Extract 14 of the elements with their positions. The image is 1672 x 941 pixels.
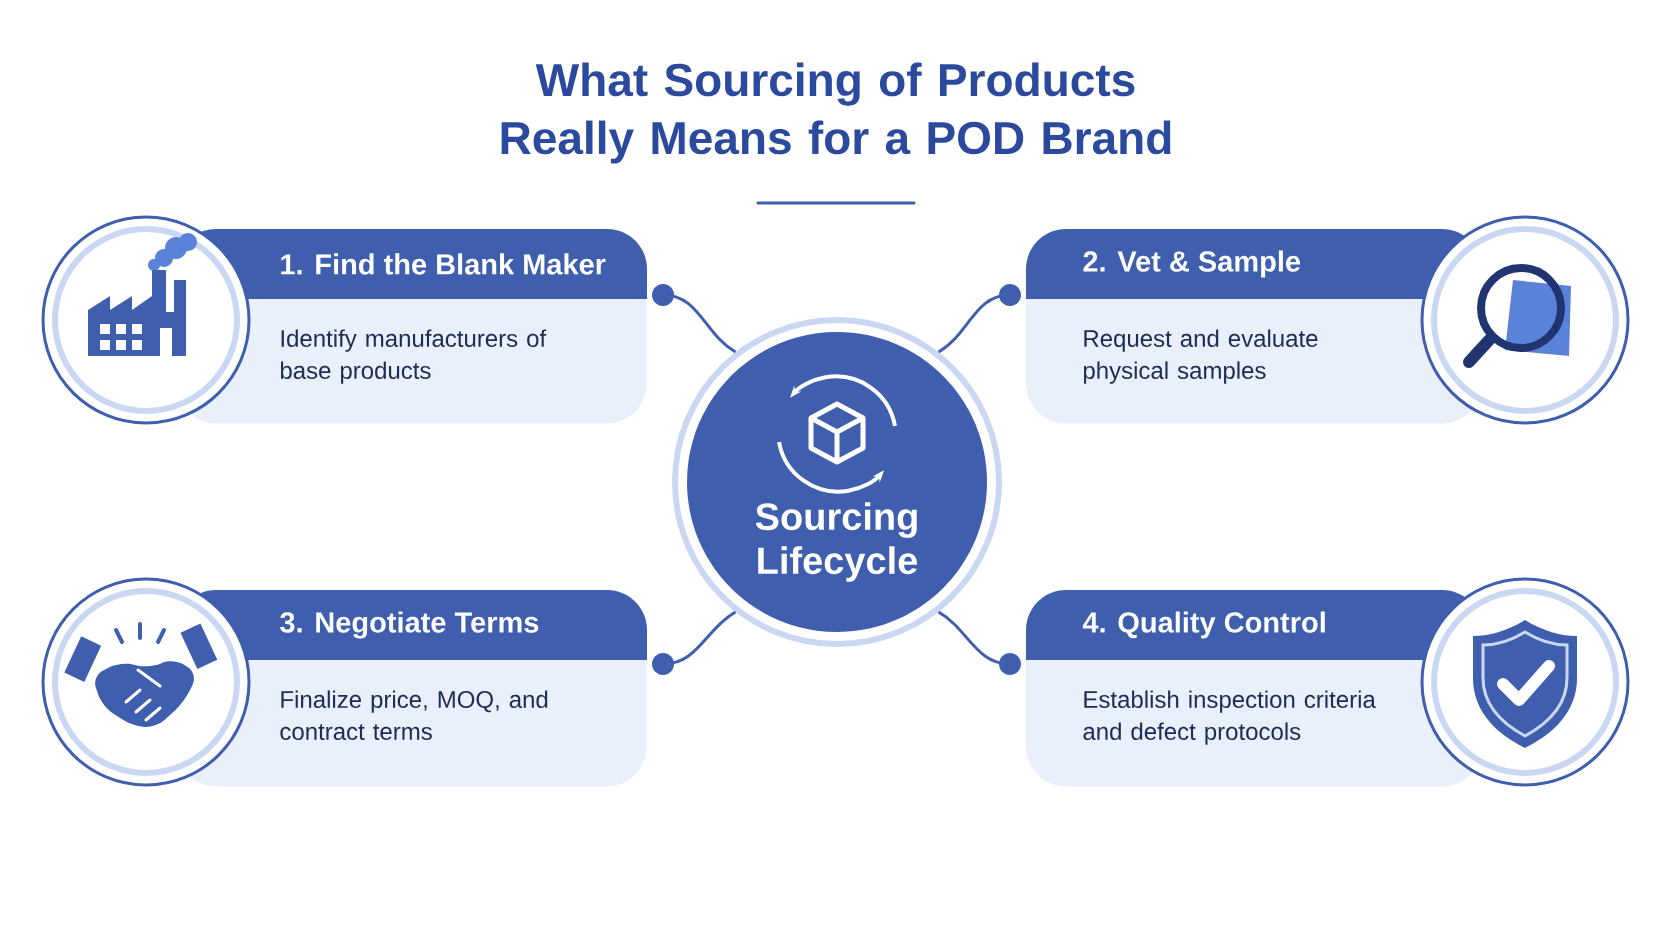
card-text: Finalize price, MOQ, and contract terms <box>280 690 548 740</box>
card-text: Request and evaluate physical samples <box>1083 329 1318 384</box>
card-text: Establish inspection criteria and defect protocols <box>1083 690 1376 745</box>
connector <box>937 284 1021 354</box>
card-text: Identify manufacturers of base products <box>280 329 547 384</box>
title: What Sourcing of Products Really Means for a POD Brand <box>501 62 1171 164</box>
card-heading: 4. Quality Control <box>1082 611 1325 639</box>
card-heading: 2. Vet & Sample <box>1083 250 1301 278</box>
center-label: Sourcing Lifecycle <box>755 502 917 582</box>
card-heading: 3. Negotiate Terms <box>280 611 539 639</box>
connector <box>652 284 737 354</box>
connector <box>652 610 737 675</box>
card-heading: 1. Find the Blank Maker <box>281 253 606 275</box>
connector <box>937 610 1021 675</box>
